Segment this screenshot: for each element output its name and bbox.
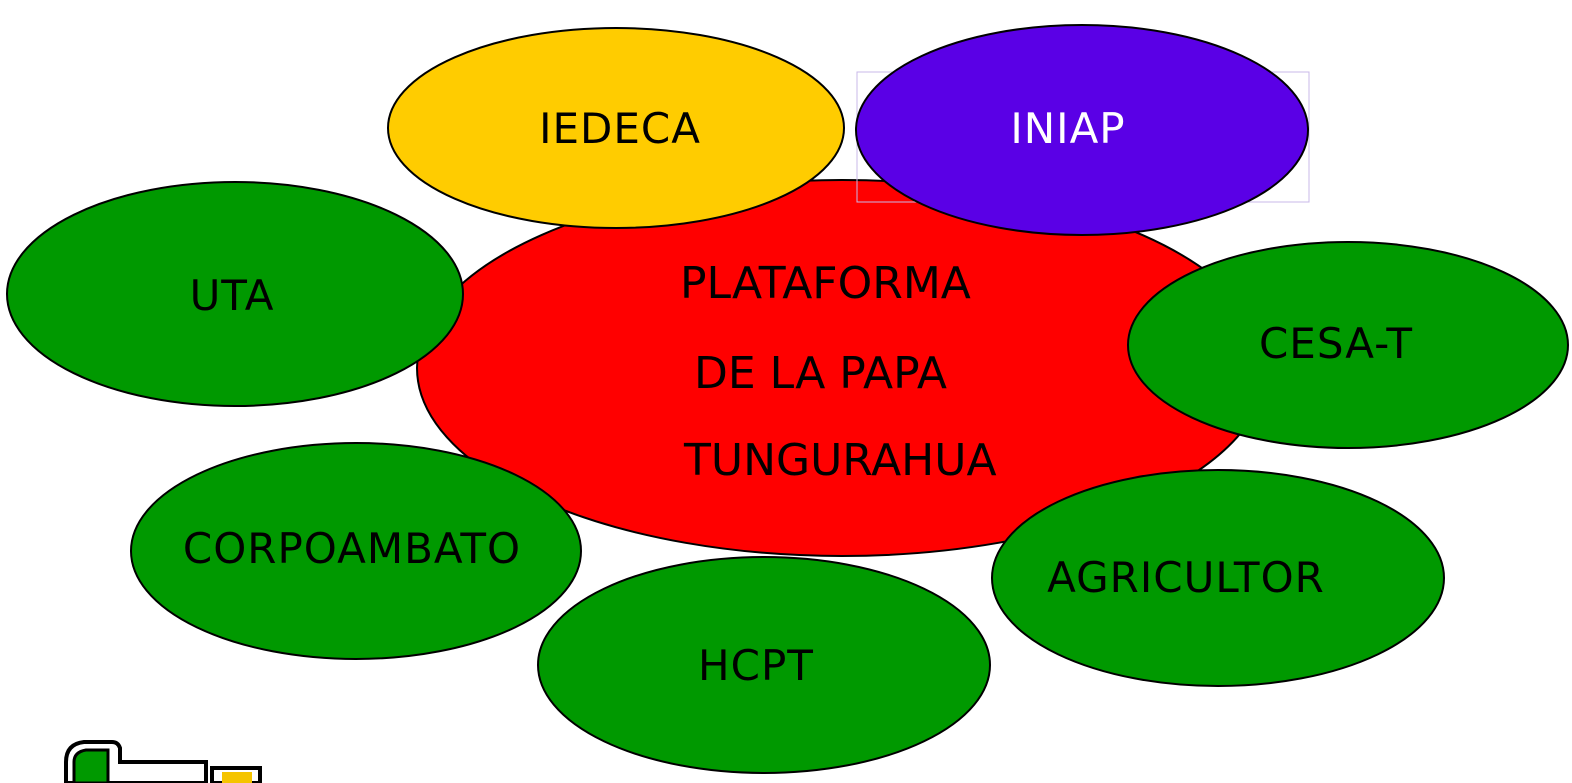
node-uta-ellipse xyxy=(6,181,464,407)
node-agricultor-ellipse xyxy=(991,469,1445,687)
center-line-2: DE LA PAPA xyxy=(694,348,947,399)
node-hcpt: HCPT xyxy=(537,556,991,774)
node-iniap-label: INIAP xyxy=(1010,104,1125,153)
node-agricultor-label: AGRICULTOR xyxy=(1047,553,1325,602)
node-hcpt-label: HCPT xyxy=(698,641,814,690)
node-iniap: INIAP xyxy=(855,24,1310,236)
node-iniap-ellipse xyxy=(855,24,1309,236)
node-iedeca: IEDECA xyxy=(387,27,845,229)
node-uta-label: UTA xyxy=(190,271,275,320)
node-cesat: CESA-T xyxy=(1127,241,1569,449)
center-line-3: TUNGURAHUA xyxy=(683,435,997,486)
node-cesat-ellipse xyxy=(1127,241,1569,449)
node-cesat-label: CESA-T xyxy=(1259,319,1413,368)
center-line-1: PLATAFORMA xyxy=(680,258,971,309)
node-corpoambato: CORPOAMBATO xyxy=(130,442,582,660)
node-iedeca-label: IEDECA xyxy=(539,104,701,153)
node-agricultor: AGRICULTOR xyxy=(991,469,1445,687)
center-title: PLATAFORMA DE LA PAPA TUNGURAHUA xyxy=(680,258,997,486)
pencil-clipart-icon xyxy=(64,740,262,783)
node-hcpt-ellipse xyxy=(537,556,991,774)
node-corpoambato-label: CORPOAMBATO xyxy=(183,524,521,573)
node-uta: UTA xyxy=(6,181,464,407)
node-corpoambato-ellipse xyxy=(130,442,582,660)
node-iedeca-ellipse xyxy=(387,27,845,229)
